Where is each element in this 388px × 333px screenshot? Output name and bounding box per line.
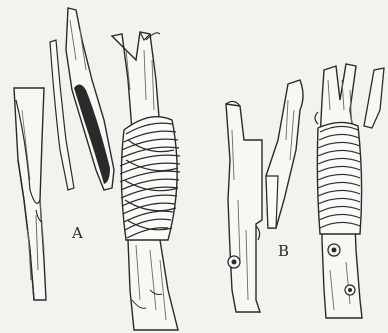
- figure-label-a: A: [71, 224, 83, 242]
- figure-label-b: B: [278, 242, 289, 260]
